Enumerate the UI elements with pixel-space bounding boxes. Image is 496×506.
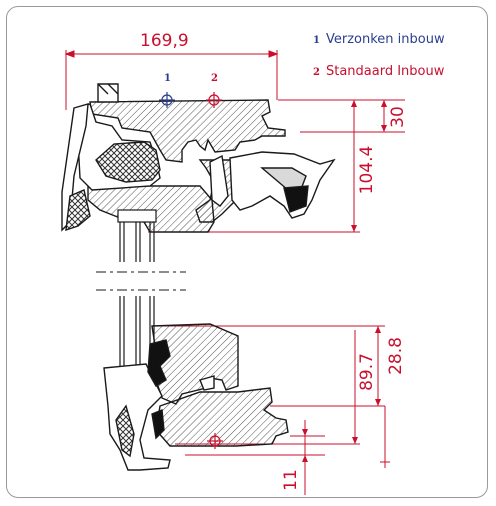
legend-number-1: 1 [313,35,320,46]
dim-top-height-label: 104.4 [357,146,377,195]
legend-item-standaard: 2 Standaard Inbouw [313,64,444,79]
legend-label-standaard: Standaard Inbouw [325,64,445,79]
dim-width-label: 169,9 [140,31,189,51]
dim-bottom-short-label: 11 [281,469,301,491]
legend-item-verzonken: 1 Verzonken inbouw [313,32,445,47]
bottom-frame-profile [103,323,289,471]
diagram-frame [6,6,488,498]
marker-label-2: 2 [211,73,218,84]
legend-label-verzonken: Verzonken inbouw [325,32,445,47]
legend-number-2: 2 [313,67,320,78]
marker-standaard-icon [206,92,222,108]
marker-verzonken-icon [159,92,175,108]
break-lines [96,271,186,291]
marker-bottom-icon [207,433,223,449]
dim-bottom-inner-label: 28.8 [386,337,406,375]
marker-label-1: 1 [164,73,171,84]
window-handle [209,151,336,219]
dimension-arrows [302,100,387,462]
dim-top-short-label: 30 [388,106,408,128]
dim-bottom-height-label: 89.7 [357,353,377,391]
